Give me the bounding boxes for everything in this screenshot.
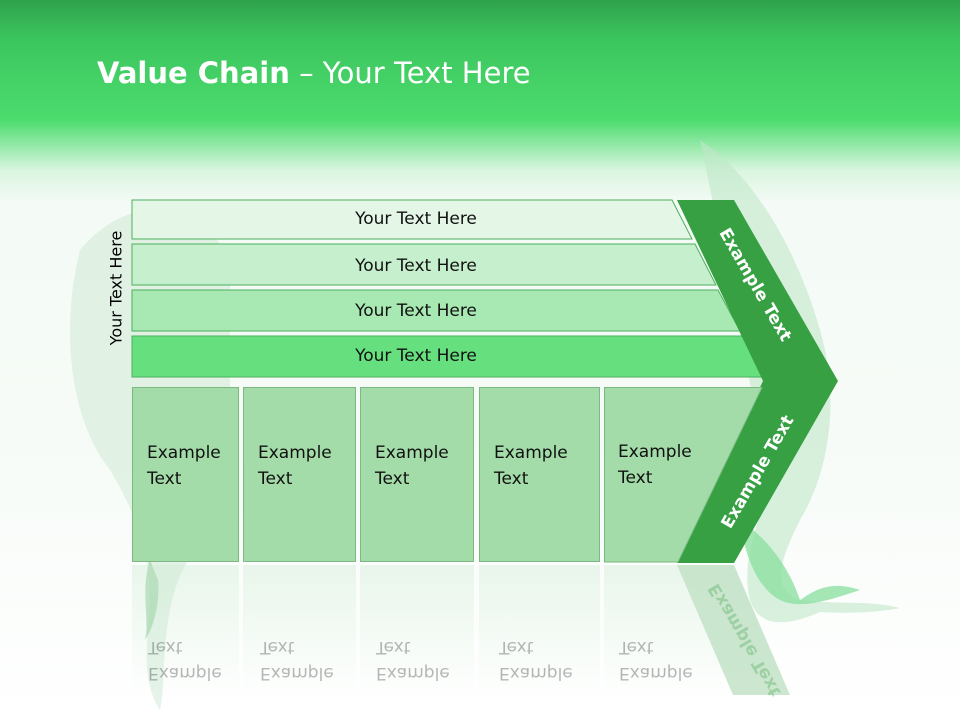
box-5-line2: Text — [618, 468, 653, 488]
box-2-reflection-line2: Text — [260, 637, 295, 657]
bar-3-label: Your Text Here — [355, 301, 477, 321]
bar-1-label: Your Text Here — [355, 209, 477, 229]
bar-2-label: Your Text Here — [355, 256, 477, 276]
box-4-reflection-line1: Example — [499, 663, 573, 683]
chevron-reflection — [677, 565, 790, 695]
box-5-line1: Example — [618, 442, 692, 462]
box-2-line2: Text — [258, 469, 293, 489]
box-5-reflection-text: Example Text — [619, 634, 693, 686]
box-4-line2: Text — [494, 469, 529, 489]
box-5-reflection-line1: Example — [619, 663, 693, 683]
title-rest: – Your Text Here — [289, 56, 531, 90]
box-4-line1: Example — [494, 443, 568, 463]
bar-1-shape — [131, 199, 693, 240]
box-3-reflection — [360, 565, 474, 695]
box-3-reflection-text: Example Text — [376, 634, 450, 686]
box-3-line1: Example — [375, 443, 449, 463]
activity-box-5-shape — [604, 387, 763, 563]
box-5-reflection — [604, 565, 724, 695]
box-2-reflection — [243, 565, 356, 695]
box-4-reflection-line2: Text — [499, 637, 534, 657]
page-title: Value Chain – Your Text Here — [97, 56, 531, 90]
box-1-reflection — [132, 565, 239, 695]
box-1-line1: Example — [147, 443, 221, 463]
chevron-shape — [677, 200, 838, 563]
box-4-reflection — [479, 565, 600, 695]
box-4-reflection-text: Example Text — [499, 634, 573, 686]
box-5-reflection-line2: Text — [619, 637, 654, 657]
box-3-reflection-line2: Text — [376, 637, 411, 657]
box-2-reflection-line1: Example — [260, 663, 334, 683]
box-2-reflection-text: Example Text — [260, 634, 334, 686]
header-band — [0, 0, 960, 200]
title-bold: Value Chain — [97, 56, 290, 90]
bar-4-label: Your Text Here — [355, 346, 477, 366]
box-3-reflection-line1: Example — [376, 663, 450, 683]
bar-2-shape — [131, 243, 717, 286]
box-1-reflection-text: Example Text — [148, 634, 222, 686]
box-1-line2: Text — [147, 469, 182, 489]
box-1-reflection-line2: Text — [148, 637, 183, 657]
box-2-line1: Example — [258, 443, 332, 463]
box-1-reflection-line1: Example — [148, 663, 222, 683]
box-3-line2: Text — [375, 469, 410, 489]
